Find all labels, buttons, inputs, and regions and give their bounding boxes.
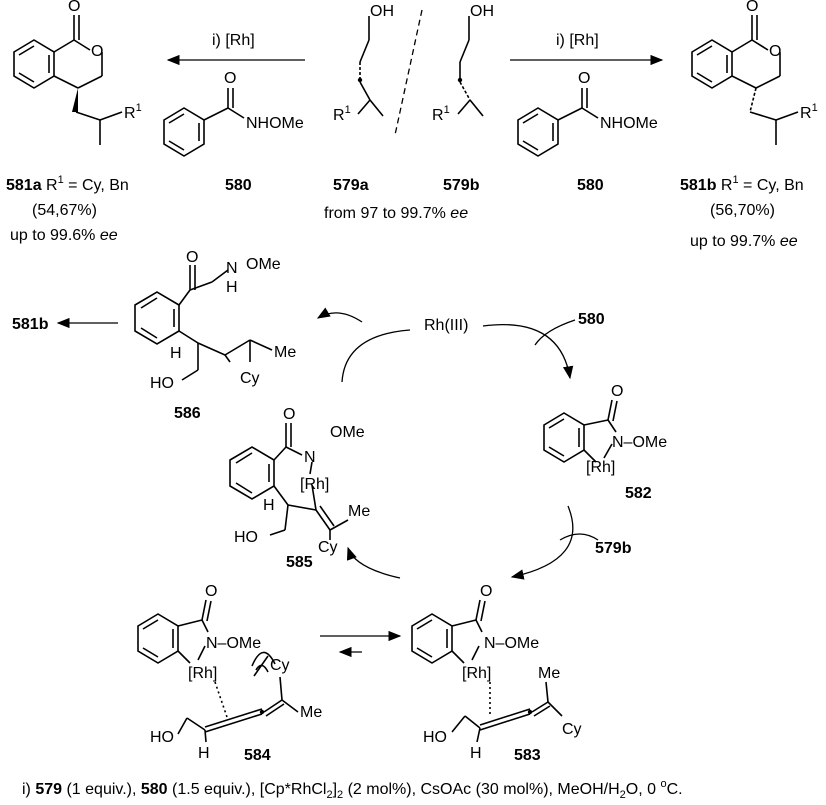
carbonyl-o-581a: O [68,0,80,15]
label-580-left: 580 [225,177,252,194]
h-585: H [263,497,275,514]
nome-583: N–OMe [484,635,539,652]
ring-o-581b: O [769,43,781,60]
nhome-580-right: NHOMe [600,115,658,132]
cy-586: Cy [240,370,260,387]
structure-583: O N–OMe [Rh] HO H Me Cy [411,583,582,762]
carbonyl-o-584: O [205,583,217,600]
carbonyl-o-580-right: O [578,70,590,87]
label-580-cycle: 580 [578,311,605,328]
carbonyl-o-580-left: O [224,70,236,87]
ho-586: HO [150,375,174,392]
carbonyl-o-585: O [283,406,295,423]
r1-581b: R1 [800,102,818,122]
structure-581a: O O R1 [13,0,142,145]
yield-581a: (54,67%) [32,202,97,219]
rh-582: [Rh] [586,459,615,476]
arrow-to-586 [316,307,363,323]
cy-584: Cy [270,657,290,674]
ome-585: OMe [330,424,365,441]
ee-581b: up to 99.7% ee [690,233,798,250]
h-584: H [198,745,210,762]
carbonyl-o-586: O [186,249,198,266]
me-584: Me [300,704,322,721]
oh-579a: OH [370,3,394,20]
n-585: N [304,449,316,466]
nh-586: H [226,279,238,296]
r1-579a: R1 [333,104,351,124]
arrow-582-to-583 [510,505,574,580]
nhome-580-left: NHOMe [246,115,304,132]
label-582: 582 [625,485,652,502]
me-586: Me [274,344,296,361]
rh-583: [Rh] [462,665,491,682]
label-586: 586 [174,405,201,422]
label-585: 585 [286,554,313,571]
h-586: H [170,345,182,362]
rh-584: [Rh] [188,665,217,682]
r1-581a: R1 [124,102,142,122]
structure-582: O N–OMe [Rh] [543,383,667,476]
ee-range: from 97 to 99.7% ee [324,205,468,222]
caption-581a: 581a R1 = Cy, Bn [6,174,129,194]
ho-583: HO [423,729,447,746]
structure-581b: O O R1 [691,0,818,145]
carbonyl-o-583: O [480,583,492,600]
carbonyl-o-581b: O [746,0,758,15]
arrow-585-to-rh [341,329,411,383]
me-585: Me [348,503,370,520]
structure-580-right: O NHOMe [517,70,658,157]
arrow-579b-in [559,533,599,541]
arrow-583-to-585 [346,546,401,579]
dashed-divider [394,9,423,136]
rh-585: [Rh] [300,476,329,493]
label-580-right: 580 [577,177,604,194]
nome-582: N–OMe [612,434,667,451]
structure-585: O N OMe [Rh] H HO Me Cy [229,406,370,556]
reagent-right: i) [Rh] [556,32,599,49]
nome-584: N–OMe [206,635,261,652]
oh-579b: OH [470,3,494,20]
structure-580-left: O NHOMe [163,70,304,157]
ho-584: HO [150,729,174,746]
ho-585: HO [234,529,258,546]
structure-586: O N H OMe H HO Me Cy [134,249,296,392]
cy-583: Cy [562,721,582,738]
me-583: Me [538,665,560,682]
caption-581b: 581b R1 = Cy, Bn [680,174,804,194]
structure-584: O N–OMe [Rh] HO H Cy Me [137,583,322,762]
yield-581b: (56,70%) [710,202,775,219]
arrow-580-to-582 [482,324,574,380]
r1-579b: R1 [432,104,450,124]
label-584: 584 [244,747,271,764]
ring-o-581a: O [91,43,103,60]
structure-579b: OH R1 [432,3,494,124]
n-586: N [226,260,238,277]
cy-585: Cy [318,539,338,556]
carbonyl-o-582: O [611,383,623,400]
ome-586: OMe [246,256,281,273]
label-581b-cycle: 581b [12,316,49,333]
structure-579a: OH R1 [333,3,394,124]
ee-581a: up to 99.6% ee [10,227,118,244]
conditions-footnote: i) 579 (1 equiv.), 580 (1.5 equiv.), [Cp… [22,778,683,801]
h-583: H [470,745,482,762]
reagent-left: i) [Rh] [212,32,255,49]
arrow-580-in [534,319,576,346]
catalyst-rh-iii: Rh(III) [424,317,468,334]
label-583: 583 [514,747,541,764]
label-579b-cycle: 579b [595,540,632,557]
label-579b: 579b [443,177,480,194]
label-579a: 579a [333,177,369,194]
